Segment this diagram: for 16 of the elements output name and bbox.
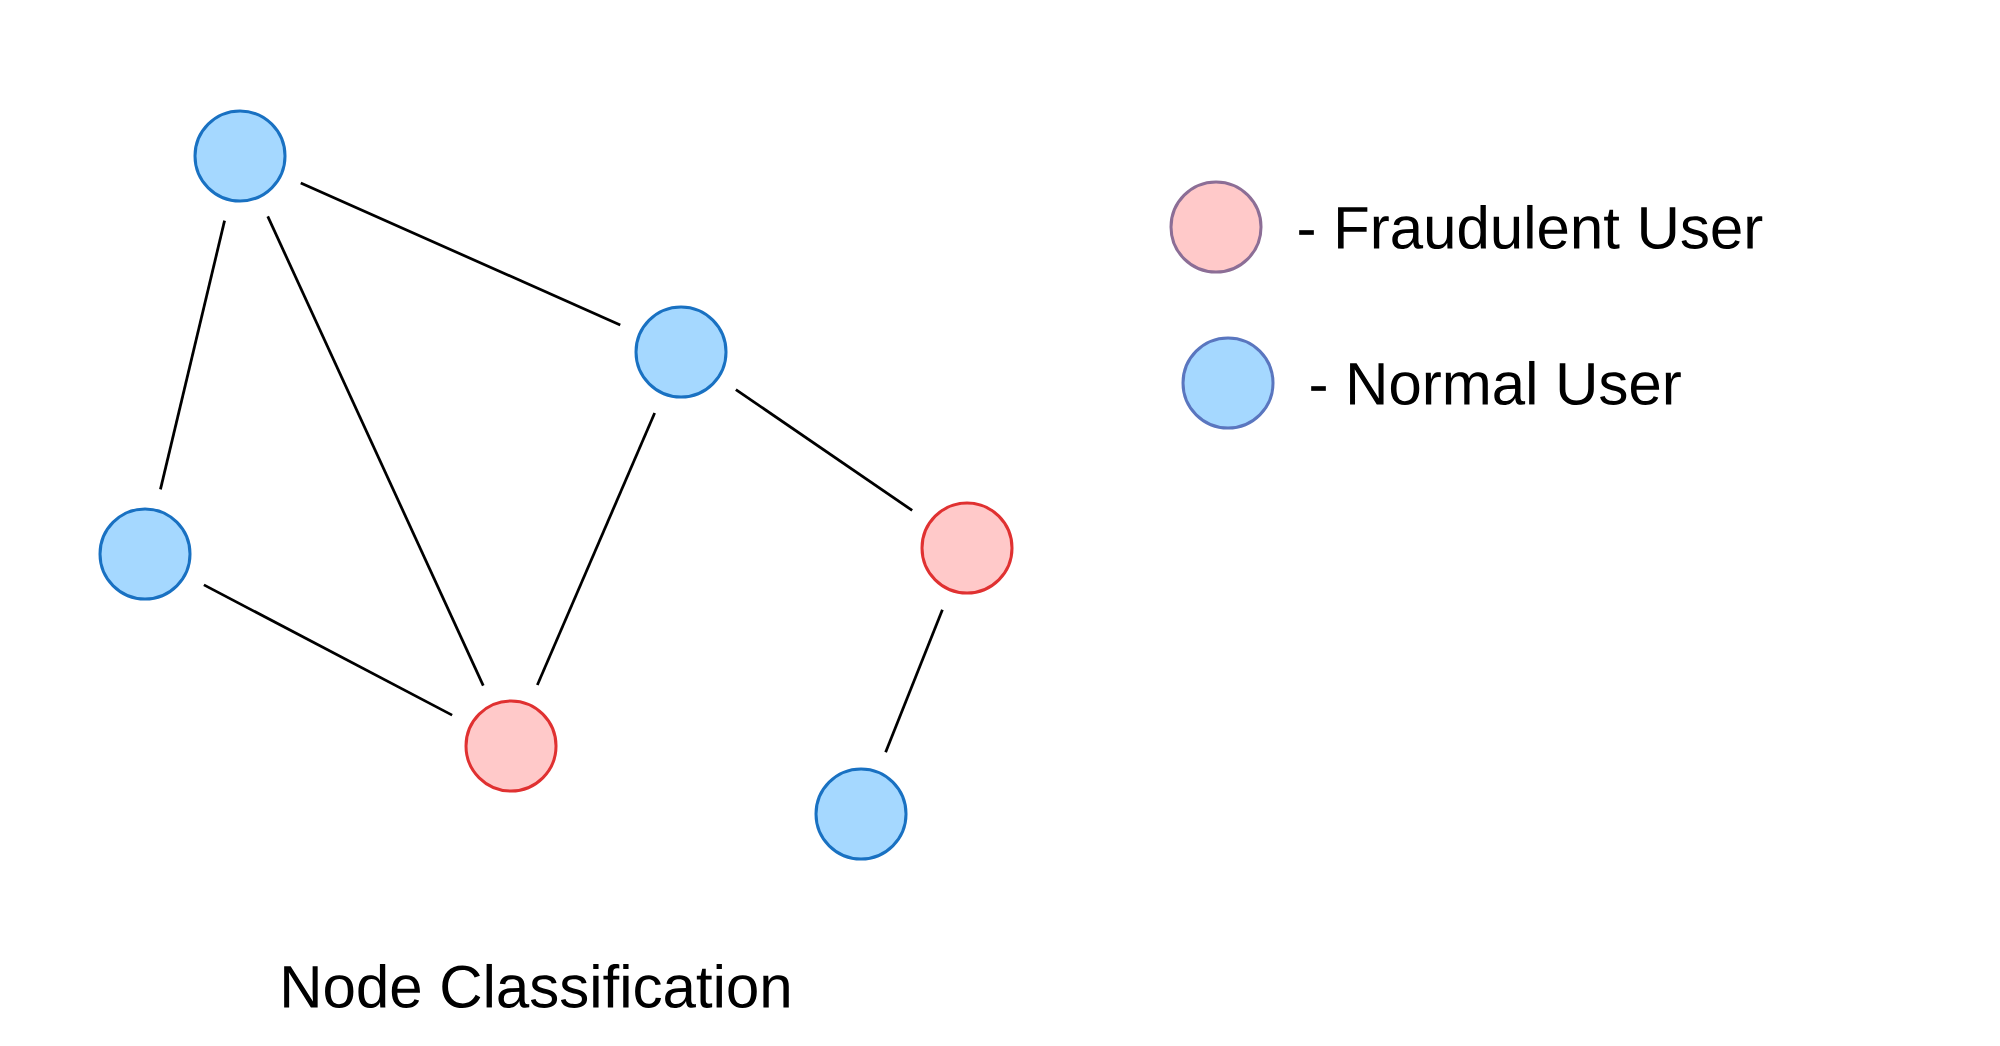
user-circle (193, 109, 287, 203)
edge-line (300, 181, 621, 327)
edge-line (735, 388, 913, 512)
legend-label: - Fraudulent User (1299, 204, 1763, 250)
user-circle (920, 501, 1014, 595)
edge-line (884, 609, 944, 753)
edge-line (536, 412, 656, 686)
edge-line (203, 583, 453, 717)
user-circle (634, 305, 728, 399)
user-circle (98, 507, 192, 601)
user-circle (464, 699, 558, 793)
edge-line (159, 220, 226, 490)
edge-line (266, 215, 485, 687)
legend-label: - Normal User (1311, 360, 1681, 406)
caption: Node Classification (284, 963, 789, 1009)
user-circle (814, 767, 908, 861)
